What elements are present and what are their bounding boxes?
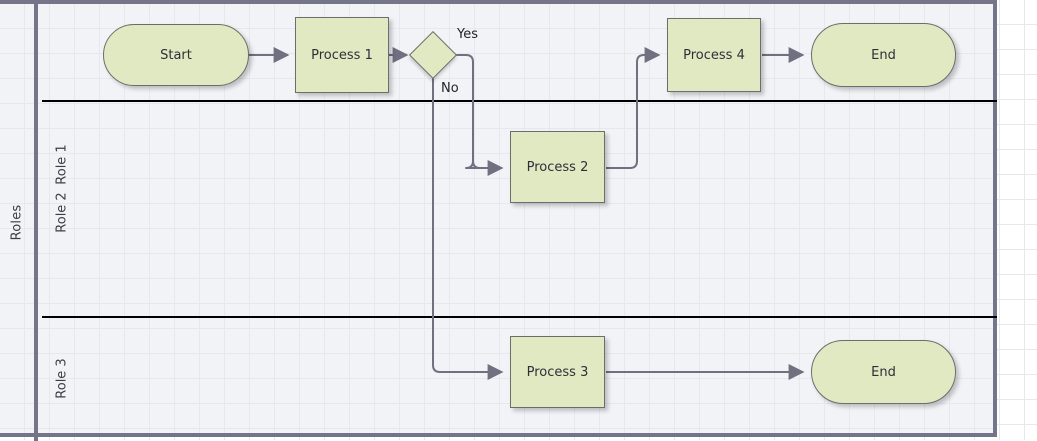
node-process3-label: Process 3 (526, 364, 589, 380)
node-start[interactable]: Start (103, 24, 249, 86)
node-process1-label: Process 1 (311, 47, 373, 63)
node-process3[interactable]: Process 3 (510, 336, 605, 408)
pool-title[interactable]: Roles (0, 4, 38, 441)
node-decision[interactable] (408, 30, 458, 80)
edge-decision-no-to-process3 (432, 78, 504, 380)
edge-label-yes: Yes (457, 27, 478, 42)
node-end-bottom[interactable]: End (811, 340, 956, 404)
node-process4[interactable]: Process 4 (667, 18, 761, 92)
edge-process2-to-process4 (606, 47, 661, 169)
edge-decision-yes-to-process2 (456, 54, 502, 169)
node-end-top-label: End (871, 47, 896, 63)
node-process2[interactable]: Process 2 (510, 131, 605, 203)
node-process4-label: Process 4 (683, 47, 745, 63)
node-end-bottom-label: End (871, 364, 896, 380)
node-start-label: Start (160, 47, 192, 63)
node-process1[interactable]: Process 1 (295, 17, 389, 93)
node-end-top[interactable]: End (811, 23, 956, 87)
lane-divider-2 (42, 316, 997, 318)
edge-label-no: No (441, 81, 459, 96)
node-process2-label: Process 2 (526, 159, 589, 175)
decision-diamond-shape (408, 30, 458, 80)
edge-decision-yes-segment (472, 62, 504, 176)
lane-divider-1 (42, 100, 997, 102)
